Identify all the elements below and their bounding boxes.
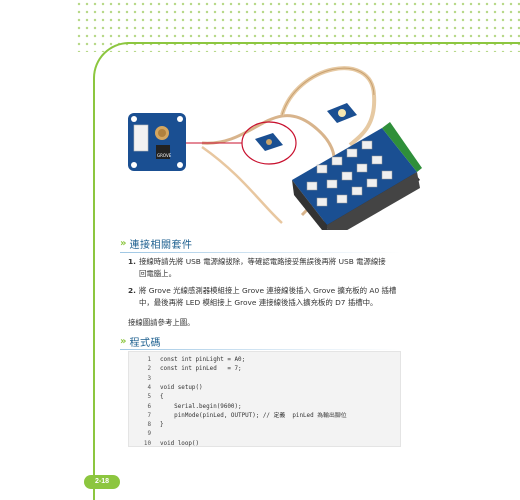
- step-item: 2. 將 Grove 光線感測器模組接上 Grove 連接線後插入 Grove …: [128, 286, 397, 307]
- section-heading-code: » 程式碼: [120, 335, 161, 349]
- step-item: 1. 接線時請先將 USB 電源線拔除，等確認電路接妥無誤後再將 USB 電源線…: [128, 257, 386, 278]
- section-rule: [120, 252, 400, 253]
- light-sensor-module: GROVE: [128, 113, 186, 171]
- page-frame: [93, 42, 520, 500]
- hardware-figure: GROVE: [128, 66, 422, 230]
- grove-shield: [292, 122, 422, 230]
- sensor-small: [255, 133, 283, 151]
- code-line: 5{: [147, 394, 164, 401]
- led-module: [327, 103, 357, 123]
- section-rule: [120, 349, 400, 350]
- code-line: 8}: [147, 422, 164, 429]
- chevron-right-icon: »: [120, 237, 127, 249]
- wiring-note: 接線圖請參考上圖。: [128, 318, 195, 327]
- code-line: 3: [147, 375, 151, 382]
- code-line: 7 pinMode(pinLed, OUTPUT); // 定義 pinLed …: [147, 412, 347, 419]
- section-heading-connection: » 連接相關套件: [120, 237, 193, 251]
- svg-text:GROVE: GROVE: [157, 153, 172, 158]
- code-line: 9: [147, 431, 151, 438]
- chevron-right-icon: »: [120, 335, 127, 347]
- page-number: 2-18: [84, 475, 120, 489]
- code-line: 6 Serial.begin(9600);: [147, 403, 242, 410]
